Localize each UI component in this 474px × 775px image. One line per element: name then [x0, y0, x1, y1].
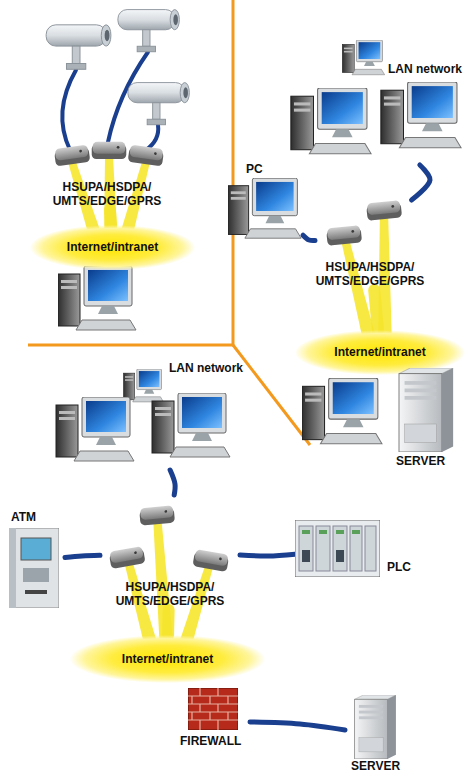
panel-divider: [28, 344, 233, 347]
computer-icon: [291, 88, 371, 154]
computer-icon: [56, 397, 134, 461]
device-label: ATM: [11, 510, 51, 524]
atm-icons: [5, 510, 65, 610]
pc: PC: [228, 160, 303, 250]
lan-network: LAN network: [290, 40, 465, 165]
network-cable: [240, 554, 295, 556]
radio-beam: [340, 235, 378, 345]
modem-icon: [366, 200, 402, 221]
plc-icon: [295, 520, 380, 577]
server-icon: [355, 695, 396, 759]
panel-divider: [233, 345, 310, 445]
device-label: PC: [246, 162, 286, 176]
camera-wire: [62, 70, 76, 150]
computer-icon: [152, 393, 230, 457]
modem-icon: [128, 144, 165, 166]
network-cable: [412, 165, 430, 200]
device-label: SERVER: [396, 454, 466, 468]
modem-icon: [192, 549, 229, 572]
device-label: SERVER: [351, 759, 421, 773]
camera-icon: [46, 25, 111, 69]
internet-cloud: Internet/intranet: [70, 635, 265, 683]
server-icons: [390, 368, 468, 468]
panel-divider: [232, 0, 235, 345]
radio-link: [374, 290, 378, 330]
atm: ATM: [5, 510, 65, 610]
lan-network: LAN network: [55, 355, 245, 470]
modem-icon: [326, 225, 362, 246]
atm-icon: [9, 528, 59, 608]
camera-icon: [118, 10, 179, 52]
plc: PLC: [295, 520, 420, 580]
computer-icon: [228, 178, 301, 238]
device-label: FIREWALL: [180, 734, 255, 748]
network-label: Internet/intranet: [295, 345, 465, 359]
network-type-label: HSUPA/HSDPA/ UMTS/EDGE/GPRS: [310, 260, 430, 288]
server: SERVER: [390, 368, 468, 468]
modem-group: HSUPA/HSDPA/ UMTS/EDGE/GPRS: [45, 140, 170, 210]
camera-icon: [128, 83, 189, 125]
network-cable: [170, 470, 175, 495]
camera-wire: [146, 125, 158, 150]
firewall-icon: [188, 688, 238, 730]
modem-icon: [92, 142, 127, 159]
internet-cloud: Internet/intranet: [30, 225, 195, 270]
radio-link: [162, 610, 175, 635]
server: SERVER: [345, 695, 420, 775]
lan-network-icons: [290, 40, 465, 165]
modem-icon: [109, 546, 146, 569]
computer-icon: [342, 40, 384, 75]
network-cable: [303, 235, 315, 240]
computer-icon: [381, 82, 461, 148]
modem-group: HSUPA/HSDPA/ UMTS/EDGE/GPRS: [100, 495, 240, 610]
network-cable: [65, 555, 100, 557]
server-icon: [399, 368, 453, 452]
modem-group: HSUPA/HSDPA/ UMTS/EDGE/GPRS: [315, 200, 425, 290]
network-type-label: HSUPA/HSDPA/ UMTS/EDGE/GPRS: [47, 180, 167, 208]
network-type-label: HSUPA/HSDPA/ UMTS/EDGE/GPRS: [110, 580, 230, 608]
network-label: LAN network: [169, 361, 249, 375]
modem-icon: [139, 505, 175, 525]
computer-icon: [58, 266, 136, 330]
network-label: LAN network: [388, 62, 468, 76]
firewall: FIREWALL: [180, 688, 250, 753]
computer-icon: [302, 378, 382, 444]
device-label: PLC: [387, 560, 421, 574]
pc-icons: [228, 160, 303, 250]
network-cable: [250, 722, 345, 730]
computer-icon: [123, 369, 163, 402]
radio-link: [110, 210, 111, 225]
panel-divider: [28, 0, 310, 445]
network-label: Internet/intranet: [70, 652, 265, 666]
modem-icon: [54, 144, 91, 166]
network-label: Internet/intranet: [30, 240, 195, 254]
